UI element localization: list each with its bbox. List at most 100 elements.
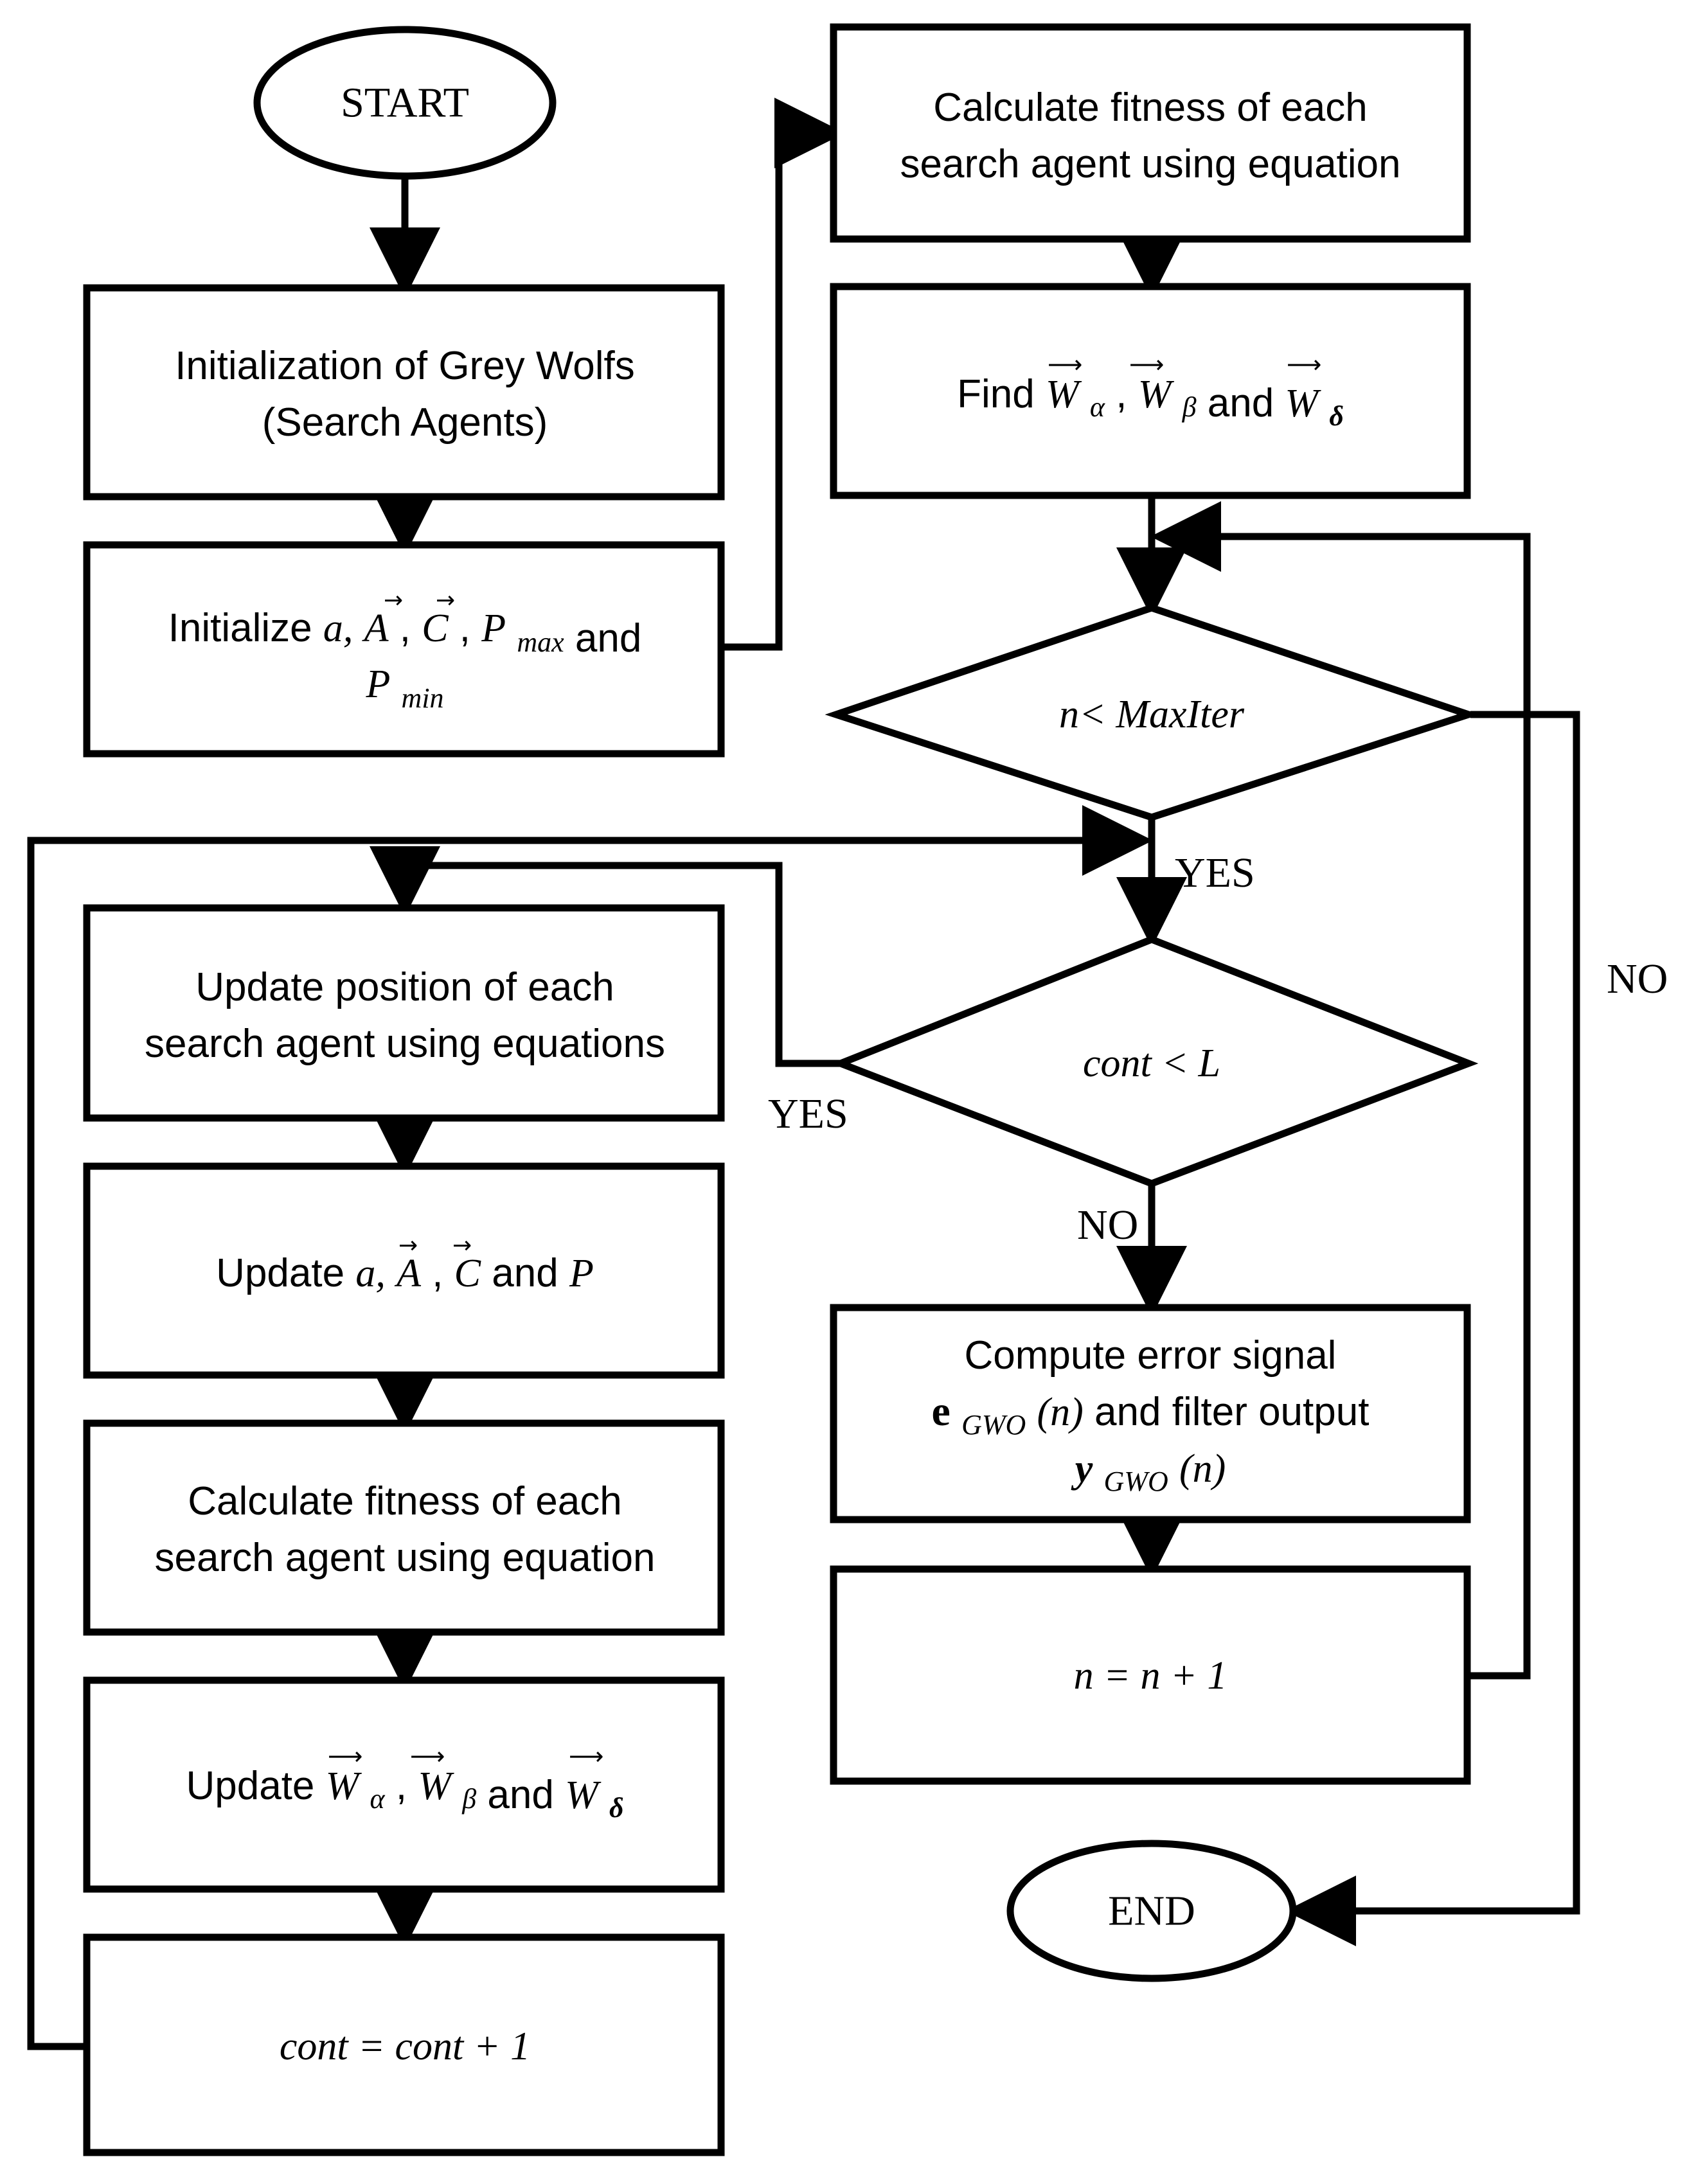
decision-cont-node: cont < L [830,936,1479,1187]
find-w-and: and [1208,381,1274,425]
init-params-max-sub: max [517,626,564,658]
init-params-P: P [481,607,506,650]
calc-fitness-1-line1: Calculate fitness of each [933,85,1368,130]
decision-cont-label: cont < L [1083,1042,1220,1085]
edge-maxiter-no [1285,711,1580,1946]
update-position-line2: search agent using equations [145,1022,665,1066]
update-w-comma: , [396,1764,407,1808]
update-w-alpha: α [370,1783,386,1815]
update-w-text: Update W α , W β and W δ [186,1764,623,1824]
find-w-W3: W [1285,382,1321,425]
cont-increment-label: cont = cont + 1 [280,2025,530,2068]
vector-arrow-icon: ⟶ [569,1742,603,1770]
update-params-C: C [454,1252,481,1295]
compute-error-line1: Compute error signal [965,1333,1337,1378]
calc-fitness-2-node: Calculate fitness of each search agent u… [83,1419,725,1636]
end-label: END [1108,1888,1195,1935]
update-w-W1: W [326,1764,362,1808]
calc-fitness-1-line2: search agent using equation [900,142,1400,186]
decision-maxiter-node: n< MaxIter [825,604,1480,821]
compute-error-gwo-sub: GWO [961,1409,1026,1441]
compute-error-gwo-sub2: GWO [1104,1466,1168,1497]
edge-label-yes-cont: YES [768,1090,848,1137]
vector-arrow-icon: ⟶ [1129,350,1164,378]
init-params-A: A [362,607,389,650]
calc-fitness-1-node: Calculate fitness of each search agent u… [830,23,1471,243]
init-params-min-sub: min [402,682,444,714]
edge-cont-loop [27,805,1153,2050]
update-params-A: A [394,1252,422,1295]
update-w-prefix: Update [186,1764,314,1808]
update-position-node: Update position of each search agent usi… [83,904,725,1122]
init-params-prefix: Initialize [168,606,312,650]
calc-fitness-2-line1: Calculate fitness of each [188,1479,622,1523]
edge-label-no-maxiter: NO [1607,955,1668,1002]
find-w-text: Find W α , W β and W δ [957,372,1344,432]
init-wolves-line1: Initialization of Grey Wolfs [175,344,635,388]
edge-cont-yes [370,846,841,1067]
find-w-beta: β [1182,391,1197,423]
edge-label-no-cont: NO [1077,1202,1138,1248]
cont-increment-node: cont = cont + 1 [83,1933,725,2156]
edge-label-yes-maxiter: YES [1175,849,1255,896]
update-w-delta: δ [609,1792,624,1824]
vector-arrow-icon: ⟶ [328,1742,362,1770]
update-w-W2: W [418,1764,454,1808]
compute-error-and-filter: and filter output [1094,1390,1369,1434]
find-w-node: Find W α , W β and W δ ⟶ ⟶ ⟶ [830,283,1471,499]
init-params-comma1: , [400,606,411,650]
init-params-a: a, [323,607,353,650]
vector-arrow-icon: ⟶ [410,1742,445,1770]
compute-error-n2: (n) [1179,1447,1226,1491]
start-label: START [341,80,469,127]
edge-params-to-fitness [720,98,845,651]
compute-error-line2: e GWO (n) and filter output [932,1388,1370,1443]
end-node: END [1006,1840,1297,1982]
update-w-beta: β [461,1783,476,1815]
update-params-and: and [492,1251,558,1295]
connectors [27,98,1580,2050]
compute-error-node: Compute error signal e GWO (n) and filte… [830,1304,1471,1523]
find-w-W2: W [1138,373,1175,416]
update-w-W3: W [565,1773,602,1817]
vector-arrow-icon: → [436,587,455,614]
update-w-node: Update W α , W β and W δ ⟶ ⟶ ⟶ [83,1676,725,1893]
decision-maxiter-label: n< MaxIter [1059,693,1245,736]
update-params-prefix: Update [216,1251,344,1295]
find-w-delta: δ [1329,400,1344,432]
vector-arrow-icon: → [384,587,403,614]
compute-error-e: e [932,1388,951,1435]
init-params-comma2: , [460,606,470,650]
init-params-line1: Initialize a, A , C , P max and [168,606,642,661]
init-wolves-line2: (Search Agents) [262,400,548,445]
init-params-C: C [422,607,449,650]
edge-increment-loop [1150,501,1531,1680]
start-node: START [253,26,557,180]
find-w-comma: , [1116,372,1127,416]
init-wolves-node: Initialization of Grey Wolfs (Search Age… [83,284,725,501]
n-increment-node: n = n + 1 [830,1565,1471,1785]
update-position-line1: Update position of each [195,965,614,1009]
compute-error-n1: (n) [1037,1390,1084,1434]
update-params-comma: , [432,1251,443,1295]
init-params-line2: P min [365,662,443,714]
vector-arrow-icon: → [452,1232,472,1259]
update-params-P: P [569,1252,594,1295]
update-w-and: and [487,1773,553,1817]
init-params-P2: P [365,662,390,706]
vector-arrow-icon: ⟶ [1048,350,1082,378]
update-params-node: Update a, A , C and P → → [83,1162,725,1379]
find-w-alpha: α [1090,391,1105,423]
vector-arrow-icon: → [398,1232,418,1259]
calc-fitness-2-line2: search agent using equation [154,1536,655,1580]
compute-error-line3: y GWO (n) [1071,1446,1226,1500]
n-increment-label: n = n + 1 [1074,1654,1227,1698]
vector-arrow-icon: ⟶ [1287,350,1321,378]
init-params-node: Initialize a, A , C , P max and P min → … [83,541,725,758]
update-params-text: Update a, A , C and P [216,1251,594,1295]
find-w-W1: W [1046,373,1082,416]
find-w-prefix: Find [957,372,1035,416]
init-params-and: and [575,616,641,661]
update-params-a: a, [355,1252,386,1295]
